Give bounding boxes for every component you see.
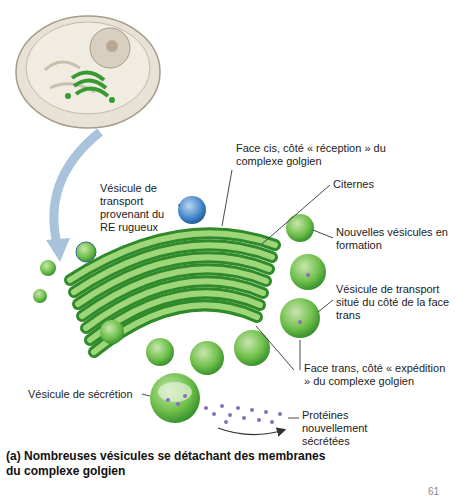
zoom-arrow [54, 132, 100, 248]
vesicle-label: Nouvelles vésicules en formation [336, 226, 454, 252]
face-label: Face cis, côté « réception » du complexe… [236, 142, 411, 168]
vesicle-label: Vésicule de transport situé du côté de l… [336, 283, 451, 322]
cisterna-lumen [70, 233, 275, 280]
cisterna [74, 245, 272, 292]
figure-caption: (a) Nombreuses vésicules se détachant de… [6, 449, 341, 479]
cisterna-lumen [74, 245, 272, 292]
secreted-proteins [204, 404, 282, 424]
vesicle-label: Vésicule de transport provenant du RE ru… [100, 182, 178, 234]
face-label: Face trans, côté « expédition » du compl… [304, 362, 454, 388]
zoom-arrow-head [46, 238, 70, 262]
secretion-arrow [218, 428, 284, 435]
page-number: 61 [428, 485, 453, 498]
cisterna [70, 233, 275, 280]
cisternae-label: Citernes [333, 178, 423, 191]
vesicle-label: Vésicule de sécrétion [28, 388, 146, 401]
protein-label: Protéines nouvellement sécrétées [302, 409, 412, 448]
cell-illustration [16, 16, 160, 128]
transport-vesicle [178, 196, 206, 224]
